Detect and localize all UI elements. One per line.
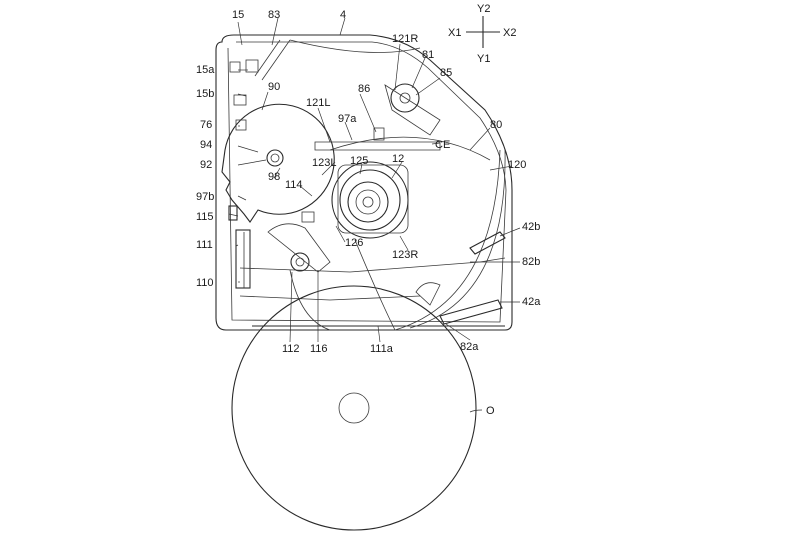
ref-label: 120	[508, 159, 526, 171]
ref-label: 42b	[522, 221, 540, 233]
ref-label: 123R	[392, 249, 418, 261]
ref-label: 116	[310, 343, 328, 355]
ref-label: 90	[268, 81, 280, 93]
ref-label: 83	[268, 9, 280, 21]
ref-label: 97b	[196, 191, 214, 203]
block-115	[228, 205, 238, 221]
ref-label: 110	[196, 277, 214, 289]
label-x1: X1	[448, 27, 461, 39]
ref-label: 92	[200, 159, 212, 171]
ref-label: O	[486, 405, 495, 417]
ref-label: 115	[196, 211, 214, 223]
motor-12	[331, 161, 409, 239]
ref-label: 80	[490, 119, 502, 131]
ref-label: 4	[340, 9, 346, 21]
ref-label: 86	[358, 83, 370, 95]
ref-label: 94	[200, 139, 212, 151]
rack-111	[235, 229, 251, 289]
ref-label: 15b	[196, 88, 214, 100]
label-y1: Y1	[477, 53, 490, 65]
ref-label: 82b	[522, 256, 540, 268]
ref-label: 125	[350, 155, 368, 167]
ref-label: 82a	[460, 341, 479, 353]
ref-label: 126	[345, 237, 363, 249]
label-x2: X2	[503, 27, 516, 39]
arm-85	[384, 83, 441, 136]
ref-label: 42a	[522, 296, 541, 308]
ref-label: 15a	[196, 64, 215, 76]
ref-label: CE	[435, 139, 450, 151]
ref-label: 81	[422, 49, 434, 61]
coordinate-axes	[466, 16, 500, 48]
ref-label: 121R	[392, 33, 418, 45]
ref-label: 97a	[338, 113, 357, 125]
reference-labels: Y2 X1 X2 Y1 15 83 4 121R 81 15a 85 15b 9…	[196, 3, 541, 417]
ref-label: 15	[232, 9, 244, 21]
ref-label: 85	[440, 67, 452, 79]
housing-outline	[215, 34, 513, 331]
arm-112	[267, 223, 331, 273]
leader-lines	[228, 17, 521, 413]
ref-label: 114	[285, 179, 303, 191]
ref-label: 121L	[306, 97, 330, 109]
ref-label: 111a	[370, 343, 394, 355]
ref-label: 12	[392, 153, 404, 165]
ref-label: 123L	[312, 157, 336, 169]
label-y2: Y2	[477, 3, 490, 15]
ref-label: 112	[282, 343, 300, 355]
disc-drive-mechanism-drawing	[215, 16, 521, 531]
gear-90	[221, 103, 335, 223]
disc-O	[231, 285, 477, 531]
ref-label: 111	[196, 239, 213, 251]
ref-label: 98	[268, 171, 280, 183]
ref-label: 76	[200, 119, 212, 131]
